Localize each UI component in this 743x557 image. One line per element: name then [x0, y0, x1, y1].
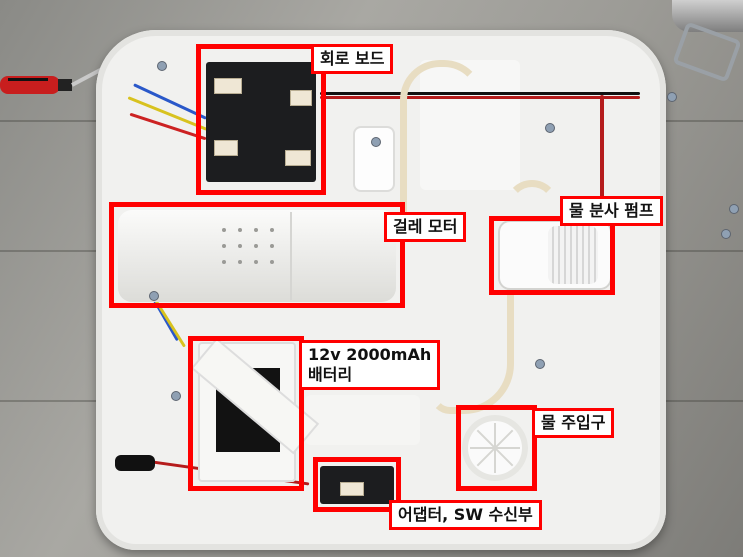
circuit-board-box — [196, 44, 326, 195]
screw — [372, 138, 380, 146]
screw — [158, 62, 166, 70]
water-inlet-cap — [462, 415, 528, 481]
loose-screw — [730, 205, 738, 213]
battery-label: 12v 2000mAh 배터리 — [299, 340, 441, 390]
vent-hole — [238, 260, 242, 264]
screw — [150, 292, 158, 300]
mop-motor-box — [109, 202, 405, 308]
water-tube — [430, 240, 514, 414]
water-spray-pump-box — [489, 216, 615, 295]
vent-hole — [254, 260, 258, 264]
water-inlet-box — [456, 405, 537, 491]
circuit-board-label: 회로 보드 — [311, 44, 394, 74]
loose-screw — [668, 93, 676, 101]
screwdriver — [0, 66, 105, 94]
vent-hole — [222, 228, 226, 232]
connector — [285, 150, 311, 166]
vent-hole — [222, 260, 226, 264]
vent-hole — [238, 228, 242, 232]
vent-hole — [270, 260, 274, 264]
water-tube — [400, 60, 484, 254]
ferrite-core — [115, 455, 155, 471]
connector — [214, 140, 238, 156]
adapter-switch-receiver-label: 어댑터, SW 수신부 — [389, 500, 542, 530]
vent-hole — [270, 244, 274, 248]
battery-box — [188, 336, 304, 491]
housing-compartment — [305, 395, 420, 445]
water-tube — [505, 180, 559, 364]
water-spray-pump-label: 물 분사 펌프 — [560, 196, 663, 226]
screw — [546, 124, 554, 132]
motor-seam — [290, 212, 292, 300]
mop-motor-label: 걸레 모터 — [384, 212, 467, 242]
wire — [600, 95, 604, 255]
pump-motor — [548, 226, 598, 284]
connector — [290, 90, 312, 106]
vent-hole — [270, 228, 274, 232]
metal-tube — [672, 0, 743, 32]
vent-hole — [222, 244, 226, 248]
screw — [536, 360, 544, 368]
vent-hole — [238, 244, 242, 248]
adapter-switch-receiver-box — [313, 457, 401, 512]
vent-hole — [254, 244, 258, 248]
water-inlet-label: 물 주입구 — [532, 408, 615, 438]
connector — [340, 482, 364, 496]
loose-screw — [722, 230, 730, 238]
vent-hole — [254, 228, 258, 232]
mop-motor-body — [118, 210, 396, 302]
screw — [172, 392, 180, 400]
connector — [214, 78, 242, 94]
